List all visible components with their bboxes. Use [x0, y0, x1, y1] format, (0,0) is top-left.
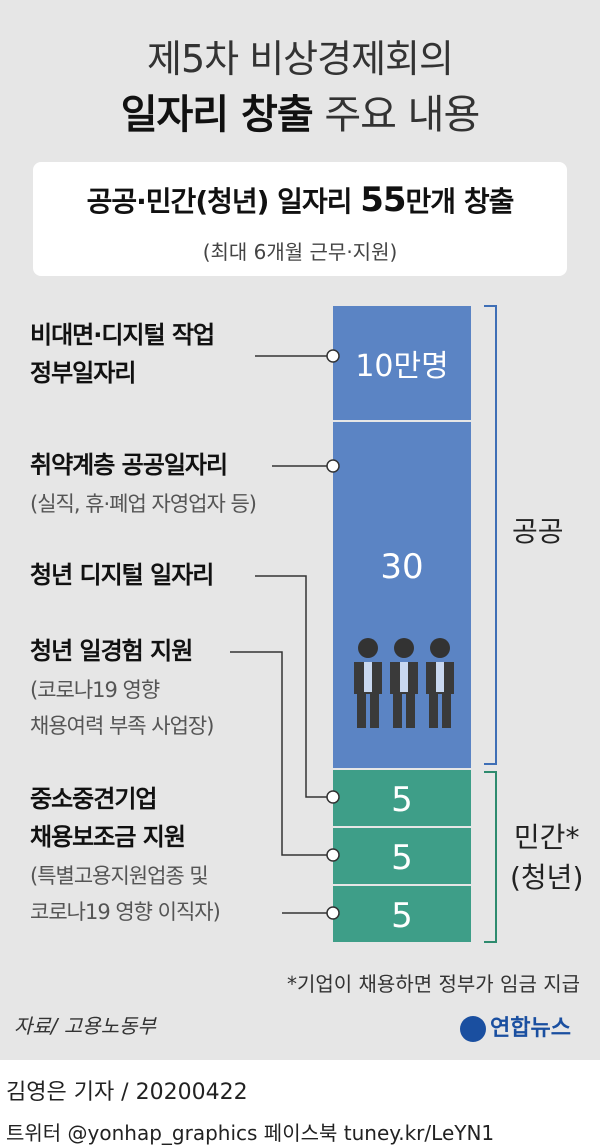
- bar-segment-4-label: 5: [391, 838, 413, 878]
- item2-sub: (실직, 휴·폐업 자영업자 등): [30, 492, 257, 516]
- workers-icon: [354, 638, 454, 728]
- summary-sub: (최대 6개월 근무·지원): [202, 240, 398, 264]
- item1-line2: 정부일자리: [30, 359, 136, 387]
- item4-sub2: 채용여력 부족 사업장): [30, 714, 214, 738]
- bar-segment-3: [333, 770, 471, 826]
- bars-group: 10만명 30 5 5 5: [333, 306, 471, 942]
- dot-item4: [326, 848, 340, 862]
- footnote: *기업이 채용하면 정부가 임금 지급: [286, 972, 580, 996]
- title-line2: 일자리 창출 주요 내용: [0, 82, 600, 140]
- item5-label: 중소중견기업 채용보조금 지원: [30, 780, 186, 856]
- worker-icon-1: [354, 638, 382, 728]
- bracket-private: [484, 771, 497, 943]
- logo-text: 연합뉴스: [490, 1016, 571, 1041]
- connector-item3: [255, 575, 330, 798]
- item4-sub: (코로나19 영향 채용여력 부족 사업장): [30, 672, 214, 744]
- group-label-private-2: (청년): [510, 861, 584, 894]
- bar-segment-3-label: 5: [391, 780, 413, 820]
- dot-item5: [326, 906, 340, 920]
- bar-segment-5: [333, 886, 471, 942]
- bar-segment-2-label: 30: [380, 547, 423, 587]
- dot-item1: [326, 349, 340, 363]
- item5-sub2: 코로나19 영향 이직자): [30, 900, 221, 924]
- worker-icon-2: [390, 638, 418, 728]
- social-links: 트위터 @yonhap_graphics 페이스북 tuney.kr/LeYN1: [6, 1121, 495, 1145]
- worker-icon-3: [426, 638, 454, 728]
- item3-label: 청년 디지털 일자리: [30, 561, 214, 589]
- dot-item3: [326, 790, 340, 804]
- author: 김영은 기자 / 20200422: [6, 1080, 248, 1105]
- bar-segment-5-label: 5: [391, 896, 413, 936]
- bar-segment-1-label: 10만명: [355, 349, 448, 384]
- group-label-private-1: 민간*: [513, 821, 580, 854]
- title-bold: 일자리 창출: [120, 92, 314, 138]
- summary-prefix: 공공·민간(청년) 일자리: [86, 185, 361, 218]
- item4-label: 청년 일경험 지원: [30, 637, 193, 665]
- group-label-private: 민간* (청년): [510, 816, 583, 896]
- item5-line1: 중소중견기업: [30, 785, 157, 813]
- bar-segment-1: [333, 306, 471, 420]
- title-rest: 주요 내용: [312, 92, 480, 138]
- item4-sub1: (코로나19 영향: [30, 678, 160, 702]
- connector-item4: [230, 651, 330, 856]
- source: 자료/ 고용노동부: [14, 1014, 156, 1038]
- logo-icon: [460, 1016, 486, 1042]
- item2-label: 취약계층 공공일자리: [30, 451, 228, 479]
- item5-sub1: (특별고용지원업종 및: [30, 864, 209, 888]
- logo: 연합뉴스: [460, 1010, 571, 1042]
- connector-dots: [326, 349, 340, 920]
- summary-box: [33, 162, 567, 276]
- item5-sub: (특별고용지원업종 및 코로나19 영향 이직자): [30, 858, 221, 930]
- title-line1: 제5차 비상경제회의: [147, 37, 454, 81]
- connector-lines: [230, 355, 330, 914]
- dot-item2: [326, 459, 340, 473]
- summary-main: 공공·민간(청년) 일자리 55만개 창출: [33, 180, 567, 220]
- group-label-public: 공공: [512, 515, 564, 548]
- summary-suffix: 만개 창출: [405, 185, 515, 218]
- bracket-public: [484, 305, 497, 765]
- summary-number: 55: [360, 180, 406, 220]
- item1-line1: 비대면·디지털 작업: [30, 321, 215, 349]
- byline-bar: [0, 1060, 600, 1148]
- bar-segment-4: [333, 828, 471, 884]
- item1-label: 비대면·디지털 작업 정부일자리: [30, 316, 215, 392]
- item5-line2: 채용보조금 지원: [30, 823, 186, 851]
